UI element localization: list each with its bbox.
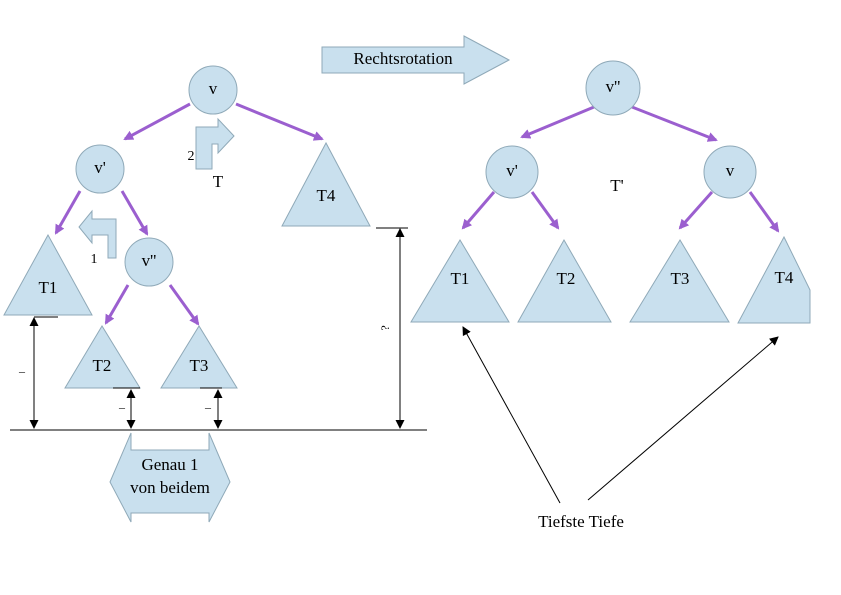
edge-v1-to-t1 [54,190,82,235]
left-tree-edges [54,102,324,326]
right-subtree-t4-label: T4 [775,268,794,287]
depth-arrow-to-t4 [587,336,779,501]
double-arrow-line2: von beidem [130,478,210,497]
right-node-root-label: v'' [606,77,621,96]
node-v: v [188,65,238,115]
subtree-t1-label: T1 [39,278,58,297]
right-node-root: v'' [585,60,641,116]
right-subtree-t3-label: T3 [671,269,690,288]
right-node-left: v' [485,145,539,199]
node-v-label: v [209,79,218,98]
subtree-t3-label: T3 [190,356,209,375]
edge-v1-to-t2-right [530,191,560,230]
edge-v2-to-t2 [104,284,130,325]
edge-root-to-v1 [520,105,595,139]
right-subtree-t3: T3 [629,239,730,323]
turn-marker-2: 2 T [188,117,235,191]
right-node-right: v [703,145,757,199]
node-v-double-prime-label: v'' [142,251,157,270]
turn-marker-1: 1 [78,209,117,267]
height-indicators [10,227,427,431]
height-mark-t4: ? [378,325,392,330]
subtree-t4-label: T4 [317,186,336,205]
right-node-left-label: v' [506,161,518,180]
right-subtree-t2: T2 [517,238,612,323]
edge-v-to-t4 [235,102,324,141]
right-node-right-label: v [726,161,735,180]
right-subtree-t4: T4 [737,235,811,324]
node-v-prime-label: v' [94,158,106,177]
right-subtree-t1-label: T1 [451,269,470,288]
depth-arrow-to-t1 [462,326,561,504]
subtree-t1: T1 [3,233,93,316]
edge-v-to-t3-right [678,191,714,230]
turn-right-arrow-icon [195,117,235,170]
rotation-arrow-label: Rechtsrotation [353,49,453,68]
right-tree-edges [461,105,780,233]
subtree-t3: T3 [160,325,238,389]
deepest-depth-caption: Tiefste Tiefe [538,512,624,531]
edge-v-to-v1 [123,102,191,141]
right-tree-label: T' [610,176,623,195]
turn-left-arrow-icon [78,209,117,259]
turn-marker-1-number: 1 [91,252,98,267]
height-mark-t1: – [18,364,26,378]
subtree-t4: T4 [281,141,371,227]
deepest-depth-arrows [462,326,779,504]
node-v-double-prime: v'' [124,237,174,287]
right-subtree-t1: T1 [410,239,510,323]
edge-root-to-v [631,105,718,142]
edge-v1-to-v2 [120,190,149,236]
node-v-prime: v' [75,144,125,194]
exactly-one-double-arrow: Genau 1 von beidem [109,432,231,523]
height-mark-t2: – [118,400,126,414]
right-subtree-t2-label: T2 [557,269,576,288]
edge-v2-to-t3 [168,284,200,326]
subtree-t2-label: T2 [93,356,112,375]
subtree-t2: T2 [64,325,141,389]
height-mark-t3: – [204,400,212,414]
double-arrow-line1: Genau 1 [141,455,198,474]
turn-marker-2-number: 2 [188,149,195,164]
edge-v1-to-t1-right [461,191,496,230]
turn-marker-2-caption: T [213,172,224,191]
rotation-arrow: Rechtsrotation [321,35,511,85]
edge-v-to-t4-right [748,191,780,233]
